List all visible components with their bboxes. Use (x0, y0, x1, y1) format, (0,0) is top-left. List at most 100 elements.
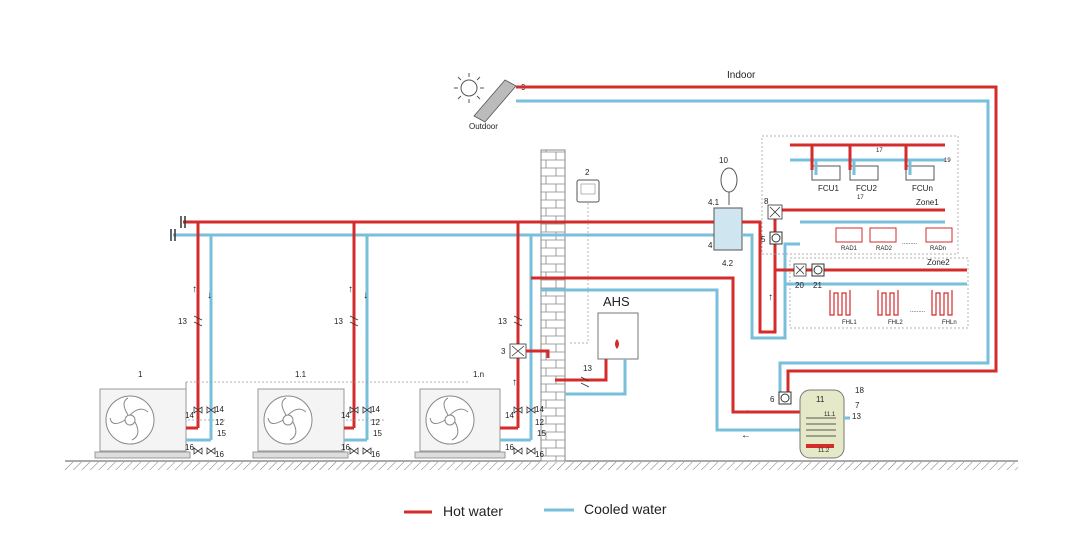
svg-text:↑: ↑ (512, 377, 517, 388)
svg-text:14: 14 (185, 411, 194, 420)
fan-icon (429, 397, 469, 441)
svg-text:15: 15 (537, 429, 546, 438)
svg-text:↑: ↑ (192, 284, 197, 295)
solar-panel-icon (473, 79, 517, 123)
valve-icon (767, 204, 783, 220)
ahs-check-valve-number: 13 (583, 364, 592, 373)
svg-text:16: 16 (185, 443, 194, 452)
rad-ellipsis: ......... (902, 240, 917, 246)
check-valve-number-1: 13 (178, 317, 187, 326)
valve-18-number: 18 (855, 386, 864, 395)
fcu1-label: FCU1 (818, 184, 839, 193)
svg-text:14: 14 (371, 405, 380, 414)
svg-text:↓: ↓ (207, 290, 212, 301)
svg-text:14: 14 (215, 405, 224, 414)
svg-text:14: 14 (535, 405, 544, 414)
ahs-boiler (597, 312, 639, 360)
svg-text:16: 16 (215, 450, 224, 459)
outdoor-unit-n (414, 388, 506, 459)
fhl1-label: FHL1 (842, 320, 857, 326)
svg-text:16: 16 (371, 450, 380, 459)
fan-coil-units (811, 165, 935, 181)
svg-text:14: 14 (341, 411, 350, 420)
thermostat-icon (576, 179, 600, 203)
ground (65, 460, 1018, 470)
sun-icon (454, 73, 484, 103)
svg-text:↓: ↓ (363, 290, 368, 301)
tank-check-valve-number: 13 (852, 412, 861, 421)
check-valve-icon (580, 376, 590, 388)
svg-text:16: 16 (535, 450, 544, 459)
outdoor-unit-1 (94, 382, 191, 459)
valve-numbers: 14 14 12 15 16 16 14 14 12 15 16 16 14 1… (185, 405, 546, 459)
outdoor-unit-2 (252, 388, 349, 459)
three-way-valve-icon (509, 343, 527, 359)
expansion-tank-number: 10 (719, 156, 728, 165)
radn-label: RADn (930, 246, 946, 252)
buffer-tank-number-41: 4.1 (708, 198, 720, 207)
fhl-ellipsis: ......... (910, 308, 925, 314)
sensor-7-number: 7 (855, 401, 860, 410)
outdoor-unit-2-label: 1.1 (295, 370, 307, 379)
valve-20-number: 20 (795, 281, 804, 290)
svg-text:↑: ↑ (348, 284, 353, 295)
svg-text:12: 12 (371, 418, 380, 427)
zone2-label: Zone2 (927, 258, 950, 267)
fcu2-label: FCU2 (856, 184, 877, 193)
rad1-label: RAD1 (841, 246, 858, 252)
pump-icon (778, 391, 792, 405)
buffer-tank-number-4: 4 (708, 241, 713, 250)
zone1-label: Zone1 (916, 198, 939, 207)
fcu-valve-number-b: 17 (857, 195, 864, 201)
pump-icon (769, 231, 783, 245)
pump-21-number: 21 (813, 281, 822, 290)
dhw-coil-number: 11.1 (824, 412, 836, 418)
pipe-end-caps (170, 216, 186, 241)
fhl2-label: FHL2 (888, 320, 903, 326)
fhln-label: FHLn (942, 320, 957, 326)
floor-heating-loops (829, 290, 953, 316)
svg-text:←: ← (741, 430, 751, 441)
svg-text:↑: ↑ (768, 292, 773, 303)
fan-icon (109, 397, 149, 441)
svg-text:15: 15 (373, 429, 382, 438)
ahs-label: AHS (603, 294, 630, 309)
three-way-valve-number: 3 (501, 347, 506, 356)
buffer-tank (713, 207, 743, 251)
check-valve-icon (193, 315, 523, 327)
fcu-valve-number-a: 17 (876, 148, 883, 154)
pump-5-number: 5 (761, 235, 766, 244)
check-valve-number-2: 13 (334, 317, 343, 326)
radiators (835, 227, 953, 243)
svg-text:15: 15 (217, 429, 226, 438)
pump-6-number: 6 (770, 395, 775, 404)
fan-icon (267, 397, 307, 441)
expansion-tank-icon (720, 167, 738, 205)
dhw-heater-number: 11.2 (818, 448, 830, 454)
buffer-tank-number-42: 4.2 (722, 259, 734, 268)
valve-8-number: 8 (764, 197, 769, 206)
svg-text:12: 12 (215, 418, 224, 427)
pump-icon (811, 263, 825, 277)
legend: Hot water Cooled water (404, 501, 667, 519)
dhw-tank (799, 389, 845, 459)
outdoor-unit-1-label: 1 (138, 370, 143, 379)
svg-text:16: 16 (505, 443, 514, 452)
legend-hot-label: Hot water (443, 503, 503, 519)
valve-icon (193, 406, 536, 455)
svg-text:14: 14 (505, 411, 514, 420)
outdoor-label: Outdoor (469, 122, 498, 131)
thermostat-number: 2 (585, 168, 590, 177)
legend-cold-label: Cooled water (584, 501, 667, 517)
flame-icon (615, 339, 619, 349)
rad2-label: RAD2 (876, 246, 893, 252)
dhw-tank-number: 11 (816, 395, 825, 404)
svg-text:12: 12 (535, 418, 544, 427)
fcun-label: FCUn (912, 184, 933, 193)
air-vent-number: 19 (944, 158, 951, 164)
brick-wall (540, 149, 566, 462)
outdoor-unit-n-label: 1.n (473, 370, 484, 379)
svg-text:16: 16 (341, 443, 350, 452)
indoor-label: Indoor (727, 70, 756, 81)
